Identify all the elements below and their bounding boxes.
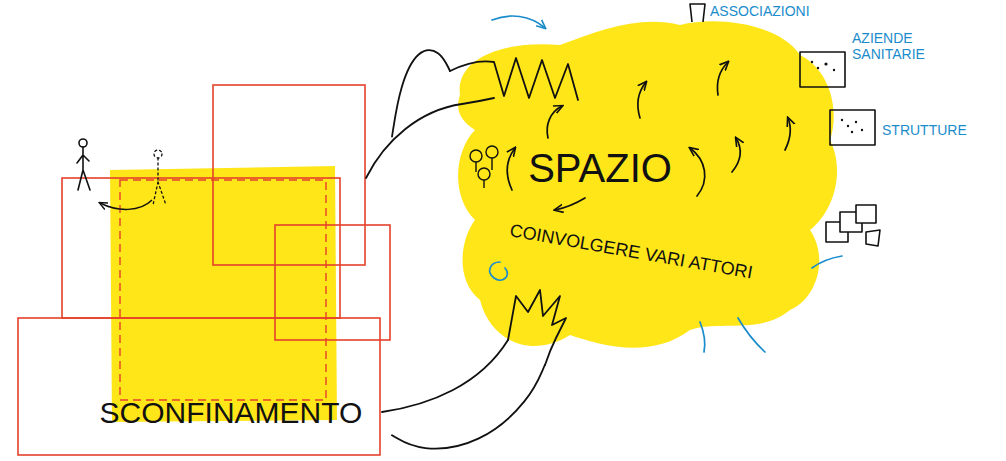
dotted-person (153, 158, 166, 205)
icon-dots (851, 131, 853, 133)
actor-label: AZIENDE SANITARIE (852, 30, 944, 62)
move-arrow (100, 200, 152, 209)
icon-dots (833, 69, 835, 71)
person-figure (79, 139, 87, 147)
label-holder: AZIENDE SANITARIE (852, 30, 944, 62)
blue-strokes (700, 322, 705, 352)
actor-label: STRUTTURE (882, 122, 967, 138)
reaching-arm (366, 58, 578, 412)
tree-figures (486, 146, 498, 158)
actor-icons (690, 4, 880, 246)
reaching-arm (508, 290, 566, 365)
yellow-square (110, 166, 337, 422)
node-title: SCONFINAMENTO (100, 396, 363, 431)
blue-strokes (738, 318, 765, 352)
actor-icons (690, 4, 705, 22)
actor-icons (856, 205, 876, 223)
blue-strokes (490, 16, 842, 352)
flow-arrows (547, 106, 562, 138)
overlapping-squares: SCONFINAMENTO (14, 80, 392, 458)
flow-arrows (507, 62, 790, 210)
space-blob: SPAZIOCOINVOLGERE VARI ATTORI (450, 15, 845, 365)
red-frame (62, 178, 340, 318)
flow-arrows (717, 62, 728, 95)
person-figure (77, 139, 90, 190)
flow-arrows (690, 148, 705, 196)
icon-dots (855, 121, 857, 123)
icon-dots (817, 67, 819, 69)
flow-arrows (638, 82, 646, 118)
flow-arrows (732, 138, 740, 172)
label-holder: ASSOCIAZIONI (710, 3, 810, 19)
text-holder: SPAZIO (528, 145, 672, 191)
blue-strokes (492, 16, 545, 28)
node-title: SPAZIO (528, 145, 672, 191)
dotted-person (154, 150, 162, 158)
actor-icons (866, 230, 880, 246)
actor-icons (830, 110, 875, 145)
blue-strokes (812, 256, 842, 268)
actor-icons (800, 52, 845, 87)
tree-figures (470, 146, 498, 188)
flow-arrows (507, 148, 515, 190)
icon-dots (824, 62, 827, 65)
dotted-person (153, 150, 166, 205)
red-frame (275, 225, 390, 340)
label-holder: STRUTTURE (882, 122, 967, 138)
icon-dots (841, 119, 843, 121)
shape-group (18, 85, 390, 455)
icon-dots (811, 61, 863, 133)
icon-dots (861, 129, 863, 131)
actor-label: ASSOCIAZIONI (710, 3, 810, 19)
arm-connector (392, 50, 450, 136)
tree-figures (478, 168, 490, 180)
arm-connector (392, 365, 545, 449)
reaching-arm (366, 98, 494, 178)
flow-arrows (555, 198, 585, 210)
tree-figures (476, 158, 492, 188)
flow-arrows (785, 118, 790, 150)
dashed-boundary (120, 180, 326, 400)
red-frame (213, 85, 365, 265)
icon-dots (847, 125, 849, 127)
reaching-arm (450, 58, 578, 100)
tree-figures (470, 150, 482, 162)
text-holder: SCONFINAMENTO (100, 396, 363, 431)
blue-strokes (490, 262, 508, 280)
person-figure (77, 147, 90, 190)
reaching-arm (382, 340, 508, 412)
icon-dots (811, 61, 813, 63)
